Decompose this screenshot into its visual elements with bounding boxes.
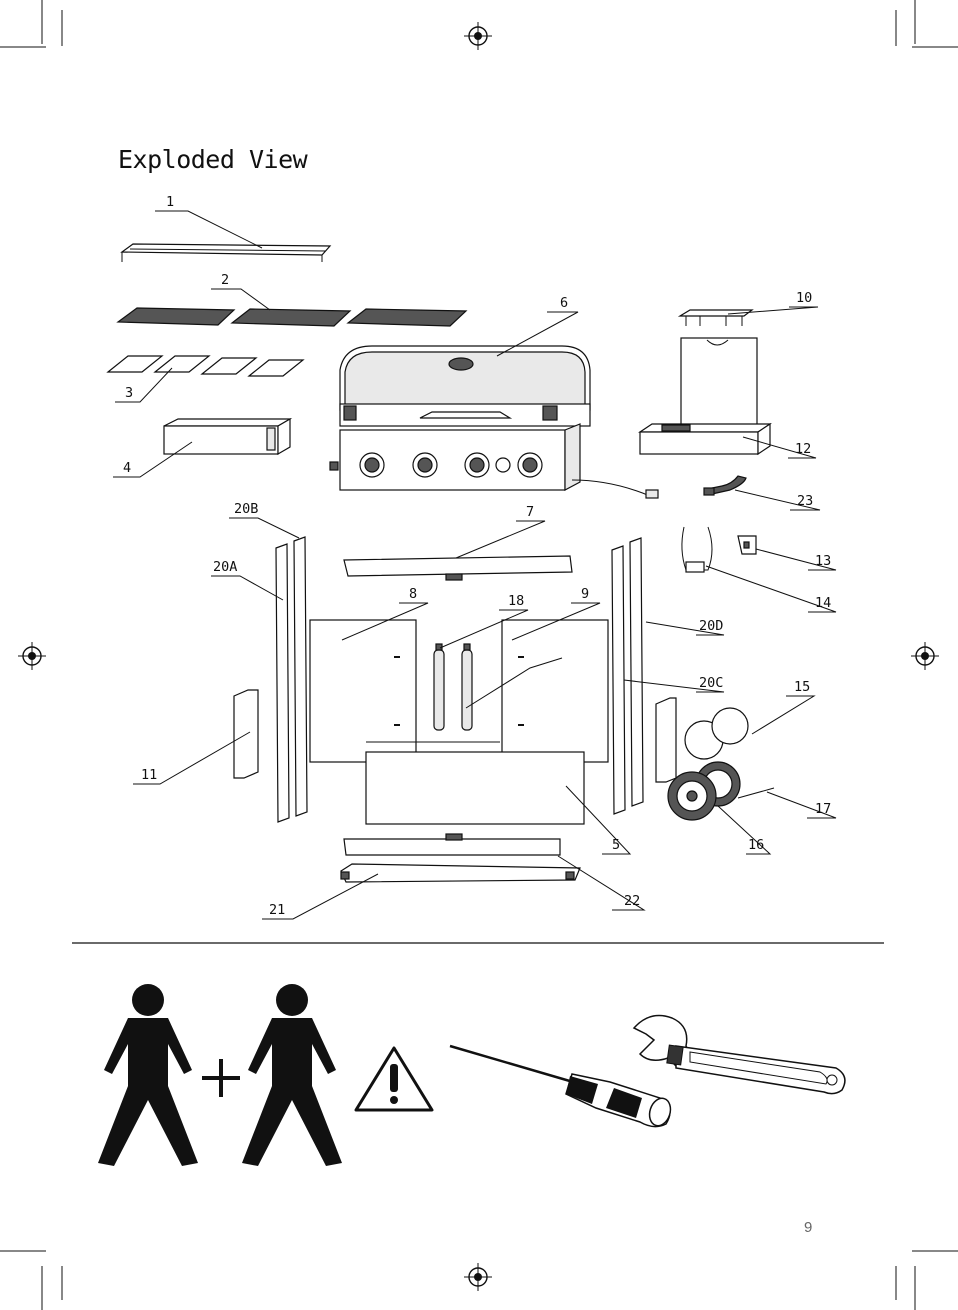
- callout-20b: 20B: [234, 502, 258, 516]
- part-side-burner-valve: [704, 476, 746, 495]
- callout-15: 15: [794, 680, 810, 694]
- part-cabinet-doors: [310, 620, 608, 762]
- callout-1: 1: [166, 195, 174, 209]
- callout-7: 7: [526, 505, 534, 519]
- plus-icon: [202, 1059, 240, 1097]
- part-cooking-grates: [118, 308, 466, 326]
- callout-2: 2: [221, 273, 229, 287]
- callout-20d: 20D: [699, 619, 723, 633]
- callout-13: 13: [815, 554, 831, 568]
- part-wheels: [668, 762, 740, 820]
- callout-16: 16: [748, 838, 764, 852]
- part-bottom-shelf-bracket: [344, 834, 560, 855]
- callout-9: 9: [581, 587, 589, 601]
- page-number: 9: [804, 1219, 812, 1236]
- callout-11: 11: [141, 768, 157, 782]
- callout-17: 17: [815, 802, 831, 816]
- callout-21: 21: [269, 903, 285, 917]
- callout-12: 12: [795, 442, 811, 456]
- part-hubcaps: [685, 708, 748, 759]
- part-bottom-shelf: [341, 864, 580, 882]
- adjustable-wrench-icon: [634, 1016, 845, 1094]
- callout-5: 5: [612, 838, 620, 852]
- callout-3: 3: [125, 386, 133, 400]
- part-warming-rack: [122, 244, 330, 262]
- screwdriver-icon: [450, 1046, 674, 1128]
- part-control-panel-bracket: [344, 556, 572, 580]
- part-tank-cup: [738, 536, 756, 554]
- part-side-burner-box: [164, 419, 290, 454]
- part-side-burner: [640, 338, 770, 454]
- warning-icon: [356, 1048, 432, 1110]
- part-door-handles: [434, 644, 472, 730]
- part-tank-hanger: [682, 527, 712, 572]
- part-back-panel: [366, 742, 584, 824]
- callout-23: 23: [797, 494, 813, 508]
- callout-20c: 20C: [699, 676, 723, 690]
- callout-6: 6: [560, 296, 568, 310]
- callout-20a: 20A: [213, 560, 237, 574]
- callout-10: 10: [796, 291, 812, 305]
- part-side-burner-grate: [680, 310, 752, 326]
- part-flame-tamers: [108, 356, 303, 376]
- callout-4: 4: [123, 461, 131, 475]
- callout-18: 18: [508, 594, 524, 608]
- callout-22: 22: [624, 894, 640, 908]
- part-grill-head: [330, 346, 658, 498]
- callout-8: 8: [409, 587, 417, 601]
- callout-14: 14: [815, 596, 831, 610]
